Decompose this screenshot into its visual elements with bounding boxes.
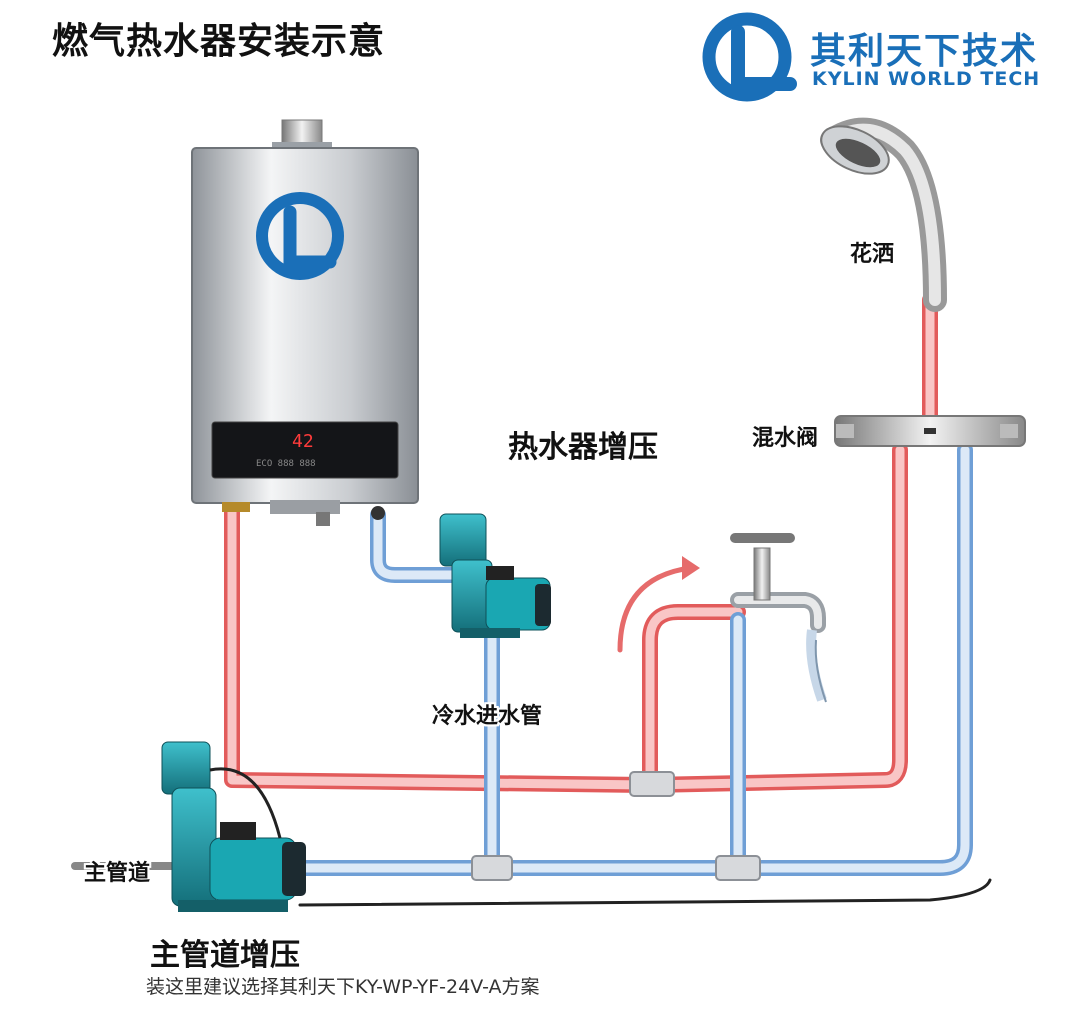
label-shower: 花洒 bbox=[850, 242, 895, 267]
heater-boost-pump-icon bbox=[439, 513, 551, 638]
hot-pipes bbox=[224, 292, 938, 793]
label-main-pipe: 主管道 bbox=[84, 861, 151, 886]
brand-logo-icon bbox=[702, 12, 797, 102]
brand-name-en: KYLIN WORLD TECH bbox=[812, 68, 1041, 90]
heater-display-text: ECO 888 888 bbox=[256, 459, 316, 469]
label-cold-inlet: 冷水进水管 bbox=[432, 704, 543, 729]
label-mixer-valve: 混水阀 bbox=[752, 426, 819, 451]
label-heater-boost: 热水器增压 bbox=[508, 430, 658, 465]
heater-display-temp: 42 bbox=[292, 431, 314, 452]
label-main-boost: 主管道增压 bbox=[150, 938, 300, 973]
mixer-valve-icon bbox=[834, 415, 1026, 447]
recommendation-note: 装这里建议选择其利天下KY-WP-YF-24V-A方案 bbox=[146, 976, 540, 998]
shower-head-icon bbox=[820, 117, 947, 312]
cold-pipes bbox=[71, 442, 992, 907]
heater-logo-icon bbox=[256, 192, 344, 280]
brand-name-cn: 其利天下技术 bbox=[810, 31, 1039, 72]
tee-fittings bbox=[471, 771, 761, 881]
water-heater bbox=[191, 119, 419, 526]
faucet-icon bbox=[730, 533, 827, 703]
page-title: 燃气热水器安装示意 bbox=[52, 21, 386, 62]
main-pipe-pump-icon bbox=[161, 741, 306, 912]
